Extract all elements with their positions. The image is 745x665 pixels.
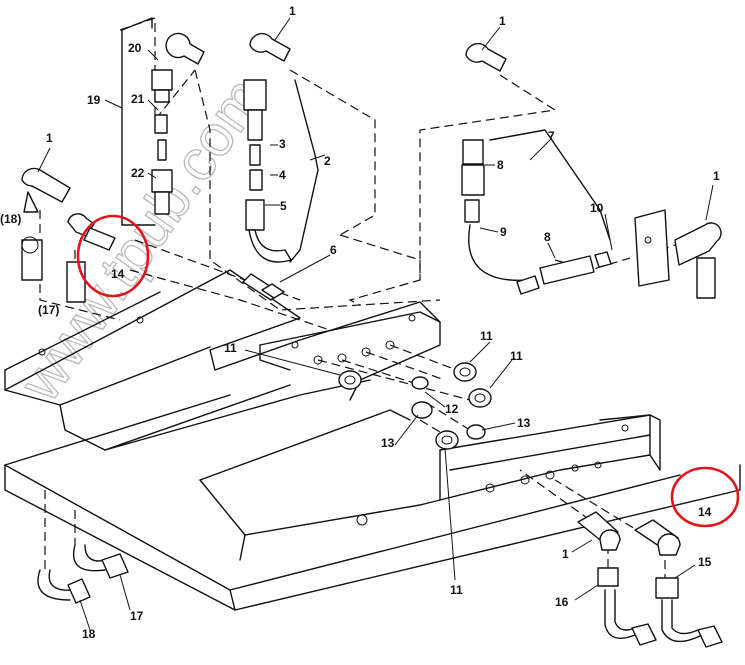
highlight-callout-14-left bbox=[76, 214, 150, 298]
label-16: 16 bbox=[555, 595, 569, 609]
label-2: 2 bbox=[324, 154, 331, 168]
label-18-upper: (18) bbox=[0, 212, 21, 226]
label-7: 7 bbox=[548, 129, 555, 143]
label-5: 5 bbox=[280, 199, 287, 213]
hose-assembly-7 bbox=[461, 42, 670, 295]
label-18-lower: 18 bbox=[82, 627, 96, 641]
label-1-left: 1 bbox=[46, 131, 53, 145]
label-21: 21 bbox=[131, 92, 145, 106]
fittings-bottom-right bbox=[577, 511, 723, 648]
label-11-a: 11 bbox=[224, 341, 237, 355]
label-4: 4 bbox=[279, 168, 286, 182]
highlight-callout-14-right bbox=[670, 466, 740, 528]
fitting-6 bbox=[242, 273, 285, 301]
label-6: 6 bbox=[330, 243, 337, 257]
hoses-bottom-left bbox=[37, 544, 129, 604]
label-15: 15 bbox=[698, 555, 712, 569]
label-1-right: 1 bbox=[713, 169, 720, 183]
label-11-d: 11 bbox=[450, 583, 463, 597]
label-10: 10 bbox=[590, 201, 604, 215]
watermark: www.tpub.com bbox=[7, 66, 277, 413]
label-8-lower: 8 bbox=[544, 230, 551, 244]
label-14-left: 14 bbox=[111, 267, 125, 281]
label-11-b: 11 bbox=[480, 329, 493, 343]
label-12: 12 bbox=[445, 402, 459, 416]
label-17-lower: 17 bbox=[130, 609, 144, 623]
label-14-right: 14 bbox=[698, 505, 712, 519]
elbow-fitting-right bbox=[674, 222, 722, 299]
label-8-upper: 8 bbox=[497, 158, 504, 172]
mounting-platform bbox=[4, 269, 741, 611]
nuts-and-washers bbox=[338, 362, 492, 450]
label-22: 22 bbox=[131, 166, 145, 180]
hose-assembly-19 bbox=[121, 17, 205, 226]
label-1-top-center: 1 bbox=[289, 4, 296, 18]
label-leaders bbox=[37, 17, 714, 631]
part-number-labels: 1 1 1 1 1 2 3 4 5 6 7 8 8 9 10 11 11 11 … bbox=[0, 4, 720, 641]
label-9: 9 bbox=[500, 225, 507, 239]
label-13-a: 13 bbox=[381, 436, 395, 450]
label-19: 19 bbox=[87, 93, 101, 107]
label-1-top-right: 1 bbox=[499, 14, 506, 28]
hose-assembly-2 bbox=[243, 32, 319, 263]
label-13-b: 13 bbox=[517, 416, 531, 430]
label-3: 3 bbox=[279, 137, 286, 151]
label-20: 20 bbox=[128, 41, 142, 55]
elbow-fittings-left bbox=[21, 167, 116, 303]
label-17-upper: (17) bbox=[38, 303, 59, 317]
label-11-c: 11 bbox=[510, 349, 523, 363]
label-1-bottom: 1 bbox=[562, 547, 569, 561]
